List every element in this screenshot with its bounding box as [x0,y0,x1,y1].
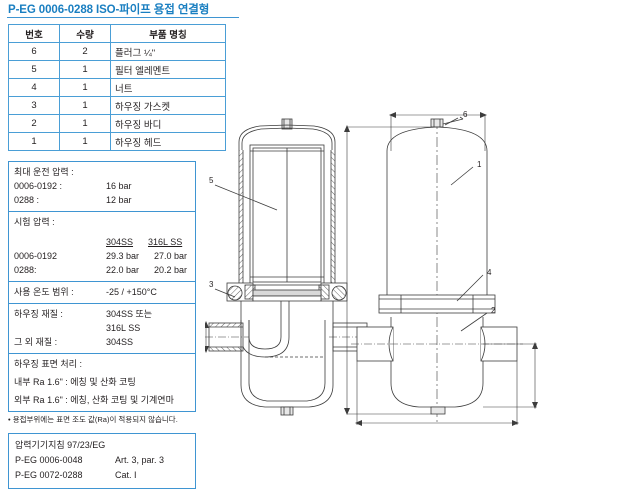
regulation-class: Art. 3, par. 3 [115,455,165,465]
regulation-row: P-EG 0072-0288 Cat. I [15,468,189,483]
callout-1: 1 [477,160,482,169]
test-pressure-row: 0288: 22.0 bar 20.2 bar [14,263,190,277]
regulation-class: Cat. I [115,470,137,480]
table-row: 6 2 플러그 ¼" [8,42,226,61]
dimension-lines [205,112,538,426]
section-surface-treatment: 하우징 표면 처리 : 내부 Ra 1.6" : 에칭 및 산화 코팅 외부 R… [9,354,195,411]
left-column: 번호 수량 부품 명칭 6 2 플러그 ¼" 5 1 필터 엘레멘트 4 [8,24,226,489]
callout-leaders-elevation [442,116,488,332]
test-pressure-316l: 27.0 bar [154,251,188,261]
table-row: 2 1 하우징 바디 [8,114,226,133]
material-col-316l: 316L SS [148,237,183,247]
housing-material-value-2: 316L SS [106,323,141,333]
table-row: 4 1 너트 [8,78,226,97]
test-pressure-heading: 시험 압력 : [14,217,55,227]
material-col-304: 304SS [106,237,134,247]
cell-no: 5 [8,60,60,79]
surface-heading: 하우징 표면 처리 : [14,359,82,369]
housing-material-row-2: 316L SS [14,321,190,335]
callout-5: 5 [209,176,214,185]
cell-qty: 2 [59,42,111,61]
callout-2: 2 [491,306,496,315]
section-material: 하우징 재질 : 304SS 또는 316L SS 그 외 재질 : 304SS [9,304,195,354]
test-pressure-316l: 20.2 bar [154,265,188,275]
cell-name: 너트 [110,78,226,97]
max-pressure-value: 12 bar [106,195,132,205]
cell-name: 하우징 헤드 [110,132,226,151]
spacer-cell [14,235,106,249]
regulation-row: P-EG 0006-0048 Art. 3, par. 3 [15,453,189,468]
table-row: 5 1 필터 엘레멘트 [8,60,226,79]
cell-qty: 1 [59,132,111,151]
max-pressure-row: 0288 : 12 bar [14,193,190,207]
parts-table: 번호 수량 부품 명칭 6 2 플러그 ¼" 5 1 필터 엘레멘트 4 [8,24,226,151]
cell-no: 4 [8,78,60,97]
temperature-label: 사용 온도 범위 : [14,287,74,297]
cell-name: 필터 엘레멘트 [110,60,226,79]
test-pressure-304: 22.0 bar [106,265,140,275]
other-material-value: 304SS [106,337,134,347]
max-pressure-heading: 최대 운전 압력 : [14,167,74,177]
max-pressure-row: 0006-0192 : 16 bar [14,179,190,193]
callout-3: 3 [209,280,214,289]
test-pressure-label: 0006-0192 [14,251,58,261]
callout-6: 6 [463,110,468,119]
housing-material-row: 하우징 재질 : 304SS 또는 [14,307,190,321]
header-no: 번호 [8,24,60,43]
section-view [205,118,371,416]
title-underline [7,17,239,18]
technical-drawing: 5 3 6 1 4 2 [205,105,640,435]
cell-no: 2 [8,114,60,133]
section-test-pressure: 시험 압력 : 304SS 316L SS 0006-0192 29.3 bar… [9,212,195,282]
section-temperature: 사용 온도 범위 : -25 / +150°C [9,282,195,304]
other-material-label: 그 외 재질 : [14,337,58,347]
spacer-cell [14,321,106,335]
specification-table: 최대 운전 압력 : 0006-0192 : 16 bar 0288 : 12 … [8,161,196,412]
header-qty: 수량 [59,24,111,43]
test-pressure-material-header: 304SS 316L SS [14,235,190,249]
table-row: 1 1 하우징 헤드 [8,132,226,151]
header-name: 부품 명칭 [110,24,226,43]
cell-qty: 1 [59,96,111,115]
cell-qty: 1 [59,78,111,97]
housing-material-value: 304SS 또는 [106,309,153,319]
surface-inner: 내부 Ra 1.6" : 에칭 및 산화 코팅 [14,377,136,387]
test-pressure-label: 0288: [14,265,37,275]
table-row: 3 1 하우징 가스켓 [8,96,226,115]
test-pressure-row: 0006-0192 29.3 bar 27.0 bar [14,249,190,263]
callout-4: 4 [487,268,492,277]
cell-no: 3 [8,96,60,115]
table-header-row: 번호 수량 부품 명칭 [8,24,226,43]
cell-no: 1 [8,132,60,151]
callout-leader-3 [214,288,236,298]
regulation-model: P-EG 0072-0288 [15,470,83,480]
elevation-view [351,118,523,423]
cell-name: 플러그 ¼" [110,42,226,61]
cell-qty: 1 [59,114,111,133]
temperature-row: 사용 온도 범위 : -25 / +150°C [14,285,190,299]
max-pressure-label: 0288 : [14,195,40,205]
regulation-model: P-EG 0006-0048 [15,455,83,465]
cell-no: 6 [8,42,60,61]
surface-outer: 외부 Ra 1.6" : 에칭, 산화 코팅 및 기계연마 [14,395,174,405]
regulation-table: 압력기기지침 97/23/EG P-EG 0006-0048 Art. 3, p… [8,433,196,489]
surface-footnote: • 용접부위에는 표면 조도 값(Ra)이 적용되지 않습니다. [8,415,178,424]
regulation-heading: 압력기기지침 97/23/EG [15,440,106,450]
cell-qty: 1 [59,60,111,79]
other-material-row: 그 외 재질 : 304SS [14,335,190,349]
temperature-value: -25 / +150°C [106,287,157,297]
page-title: P-EG 0006-0288 ISO-파이프 용접 연결형 [8,4,210,16]
test-pressure-304: 29.3 bar [106,251,140,261]
section-max-pressure: 최대 운전 압력 : 0006-0192 : 16 bar 0288 : 12 … [9,162,195,212]
max-pressure-label: 0006-0192 : [14,181,63,191]
callout-leader-5 [214,184,278,211]
max-pressure-value: 16 bar [106,181,132,191]
housing-material-label: 하우징 재질 : [14,309,63,319]
